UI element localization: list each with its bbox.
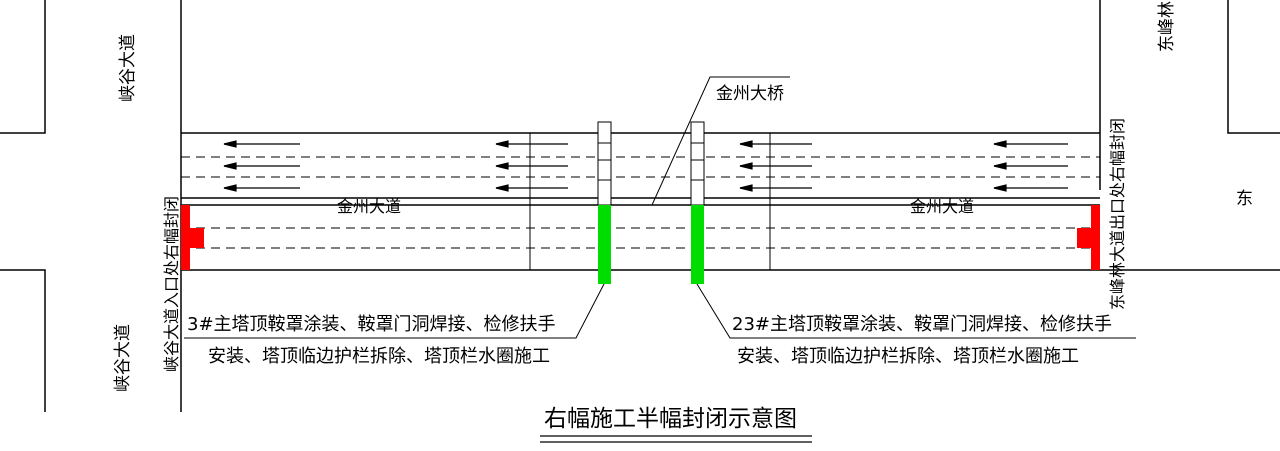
arrow (495, 162, 568, 170)
closure-barrier-left (181, 205, 204, 270)
note-left-leader (184, 283, 605, 339)
left-road-lower-corner (0, 269, 46, 412)
arrow (993, 140, 1068, 148)
closure-barrier-right (1077, 205, 1100, 270)
tower-3-open-half (597, 121, 612, 206)
road-label-right: 金州大道 (910, 197, 974, 216)
cross-road-left-bottom: 峡谷大道 (113, 324, 133, 392)
arrow (739, 184, 812, 192)
barrier-left-bar (181, 205, 190, 270)
arrow (223, 184, 300, 192)
arrow (223, 140, 300, 148)
barrier-right-bar (1091, 205, 1100, 270)
arrow (495, 184, 568, 192)
note-right-line1: 23#主塔顶鞍罩涂装、鞍罩门洞焊接、检修扶手 (732, 314, 1112, 335)
tower-23-open-half (690, 121, 705, 206)
bridge-label: 金州大桥 (716, 84, 784, 104)
cross-road-left-top: 峡谷大道 (118, 34, 138, 102)
bridge-leader-line (651, 76, 790, 206)
road-label-left: 金州大道 (337, 197, 401, 216)
note-right-line2: 安装、塔顶临边护栏拆除、塔顶栏水圈施工 (737, 346, 1079, 367)
note-right-leader (696, 283, 1136, 339)
left-cross-road (0, 0, 182, 412)
arrow (993, 162, 1068, 170)
closure-label-right: 东峰林大道出口处右幅封闭 (1108, 118, 1127, 310)
right-road-upper-corner (1227, 0, 1280, 134)
barrier-right-block (1077, 228, 1091, 248)
barrier-left-block (190, 228, 204, 248)
bridge-label-leader (651, 76, 790, 206)
traffic-arrows (223, 140, 1068, 192)
tower-3 (597, 121, 612, 284)
note-left-line1: 3#主塔顶鞍罩涂装、鞍罩门洞焊接、检修扶手 (187, 314, 556, 335)
tower-23-closed-half (691, 205, 704, 284)
cross-road-right-top: 东峰林 (1157, 1, 1177, 52)
tower-23 (690, 121, 705, 284)
arrow (739, 162, 812, 170)
closure-label-left: 峡谷大道入口处右幅封闭 (162, 196, 181, 372)
arrow (495, 140, 568, 148)
note-left-line2: 安装、塔顶临边护栏拆除、塔顶栏水圈施工 (208, 346, 550, 367)
arrow (739, 140, 812, 148)
tower-3-closed-half (598, 205, 611, 284)
diagram-title: 右幅施工半幅封闭示意图 (544, 406, 797, 432)
left-road-upper-corner (0, 0, 46, 134)
arrow (993, 184, 1068, 192)
arrow (223, 162, 300, 170)
note-leaders (184, 283, 1136, 339)
cross-road-right-mid: 东 (1236, 189, 1253, 209)
right-cross-road (1099, 0, 1280, 271)
main-road (181, 132, 1100, 271)
